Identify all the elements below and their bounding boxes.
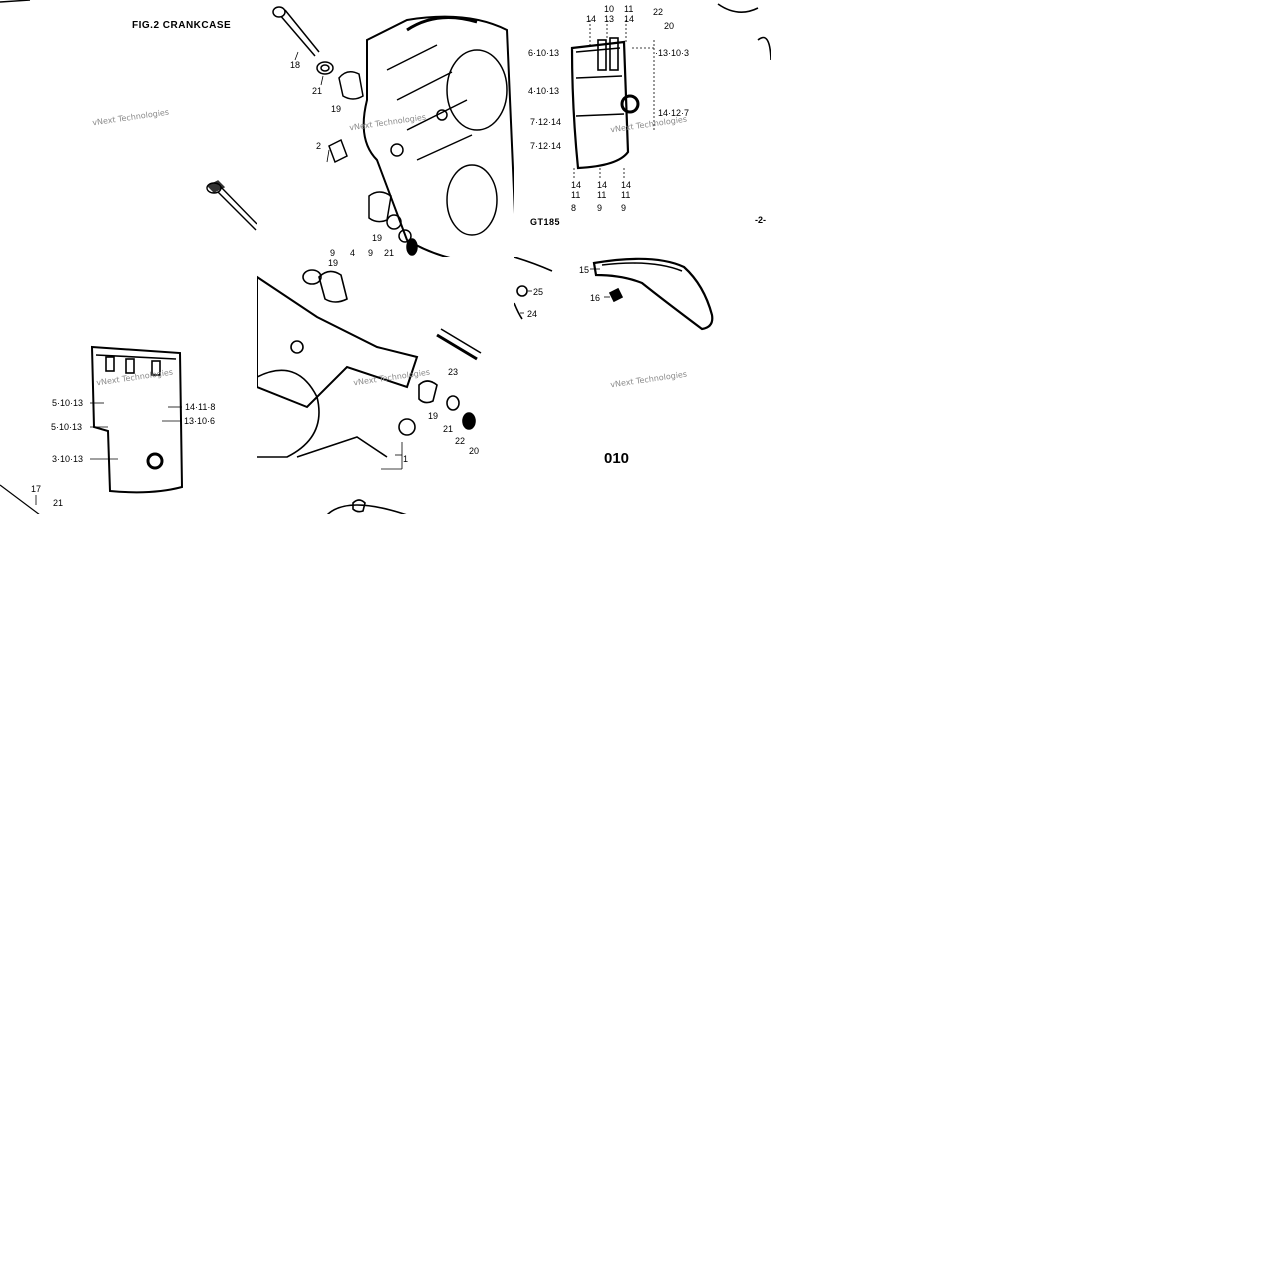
callout-24: 24 xyxy=(527,309,538,319)
callout-11-bottom-b: 11 xyxy=(597,190,607,200)
callout-14-bottom-c: 14 xyxy=(621,180,632,190)
callout-9-bottom: 9 xyxy=(597,203,603,213)
callout-14-bottom: 14 xyxy=(571,180,582,190)
callout-9-b: 9 xyxy=(368,248,374,257)
callout-14: 14 xyxy=(586,14,597,24)
cover-lower-drawing xyxy=(0,345,184,514)
long-bolt-drawing xyxy=(0,0,257,231)
callout-14-12-7: 14·12·7 xyxy=(658,108,690,118)
callout-21-left: 21 xyxy=(53,498,64,508)
callout-7-12-14-b: 7·12·14 xyxy=(530,141,562,151)
crankcase-lower-drawing xyxy=(257,269,482,514)
callout-20: 20 xyxy=(664,21,675,31)
callout-5-10-13-b: 5·10·13 xyxy=(51,422,83,432)
model-code: GT185 xyxy=(530,217,561,227)
callout-13: 13 xyxy=(604,14,615,24)
callout-19-lower: 19 xyxy=(372,233,383,243)
callout-1: 1 xyxy=(403,454,409,464)
callout-5-10-13: 5·10·13 xyxy=(52,398,84,408)
callout-9-lower: 9 xyxy=(330,257,335,259)
page-number: -2- xyxy=(755,215,766,225)
callout-21: 21 xyxy=(312,86,323,96)
callout-22: 22 xyxy=(653,7,664,17)
tile-title-bolt: FIG.2 CRANKCASE vNext Technologies xyxy=(0,0,257,257)
cover-upper-drawing xyxy=(570,3,771,178)
callout-11-bottom-c: 11 xyxy=(621,190,631,200)
callout-13-10-6: 13·10·6 xyxy=(184,416,216,426)
figure-number: 010 xyxy=(604,450,630,467)
tile-crankcase-lower: 9 19 23 19 21 22 20 1 vNext Technologies xyxy=(257,257,514,514)
callout-6-10-13: 6·10·13 xyxy=(528,48,560,58)
callout-21-lower: 21 xyxy=(384,248,395,257)
callout-22-right: 22 xyxy=(455,436,466,446)
callout-4: 4 xyxy=(350,248,356,257)
callout-8: 8 xyxy=(571,203,577,213)
callout-14-b: 14 xyxy=(624,14,635,24)
callout-18: 18 xyxy=(290,60,301,70)
callout-16: 16 xyxy=(590,293,601,303)
callout-3-10-13: 3·10·13 xyxy=(52,454,84,464)
callout-10: 10 xyxy=(604,4,615,14)
tile-cover-lower: 5·10·13 5·10·13 3·10·13 14·11·8 13·10·6 … xyxy=(0,257,257,514)
callout-23: 23 xyxy=(448,367,459,377)
callout-4-10-13: 4·10·13 xyxy=(528,86,560,96)
callout-11: 11 xyxy=(624,4,634,14)
callout-14-bottom-b: 14 xyxy=(597,180,608,190)
callout-13-10-3: ·13·10·3 xyxy=(655,48,690,58)
callout-14-11-8: 14·11·8 xyxy=(185,402,216,412)
tile-cover-upper: 14 10 13 11 14 22 20 6·10·13 ·13·10·3 4·… xyxy=(514,0,771,257)
callout-19-right: 19 xyxy=(428,411,439,421)
callout-19: 19 xyxy=(331,104,342,114)
parts-diagram-sheet: FIG.2 CRANKCASE vNext Technologies xyxy=(0,0,772,515)
callout-19-top: 19 xyxy=(328,258,339,268)
callout-7-12-14: 7·12·14 xyxy=(530,117,562,127)
callout-25: 25 xyxy=(533,287,544,297)
callout-11-bottom: 11 xyxy=(571,190,581,200)
tile-crankcase-upper: 18 21 19 2 19 9 4 9 21 vNext Technologie… xyxy=(257,0,514,257)
crankcase-upper-drawing xyxy=(272,6,514,257)
callout-21-right: 21 xyxy=(443,424,454,434)
callout-20-right: 20 xyxy=(469,446,480,456)
callout-9: 9 xyxy=(330,248,336,257)
callout-17: 17 xyxy=(31,484,42,494)
figure-title: FIG.2 CRANKCASE xyxy=(132,20,232,31)
callout-9-bottom-b: 9 xyxy=(621,203,627,213)
callout-2: 2 xyxy=(316,141,322,151)
tile-guard: 15 16 25 24 vNext Technologies 010 xyxy=(514,257,771,514)
guard-drawing xyxy=(514,257,714,331)
callout-15: 15 xyxy=(579,265,590,275)
